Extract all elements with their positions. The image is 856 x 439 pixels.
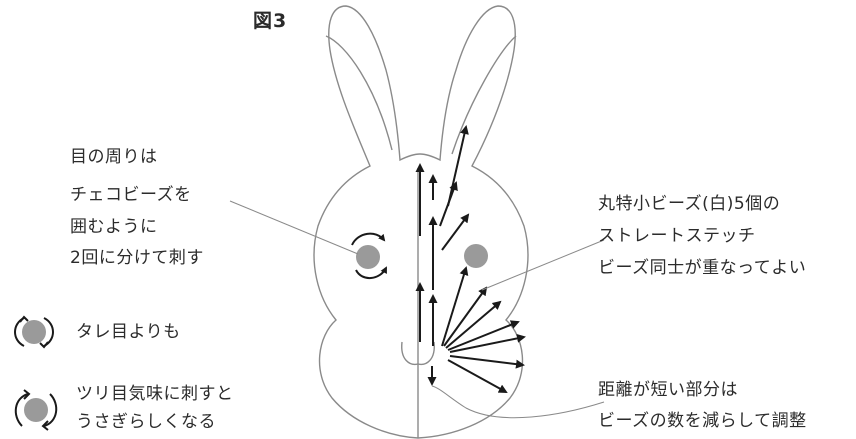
small-beads-note-line-3: ビーズ同士が重なってよい (598, 258, 807, 278)
stitch-arrows (415, 125, 526, 393)
small-beads-note-line-2: ストレートステッチ (598, 226, 756, 246)
figure-label: 図3 (253, 10, 288, 32)
eye-stitch-arcs (351, 232, 387, 279)
eye-surround-note-line-2: チェコビーズを (70, 185, 192, 205)
short-distance-note-line-1: 距離が短い部分は (598, 380, 738, 400)
right-inner-ear (451, 35, 517, 155)
eye-surround-note-line-3: 囲むように (70, 217, 158, 237)
upturned-eye-note-line-1: ツリ目気味に刺すと (76, 384, 234, 404)
left-inner-ear (325, 35, 393, 151)
eye-surround-note-line-4: 2回に分けて刺す (70, 248, 204, 268)
short-distance-note-line-2: ビーズの数を減らして調整 (598, 411, 807, 431)
eye-surround-note-line-1: 目の周りは (70, 147, 158, 167)
rabbit-head-outline (313, 5, 529, 439)
left-eye-bead (356, 245, 380, 269)
mouth-curve (401, 341, 435, 366)
upturned-eye-icon (14, 389, 58, 431)
leader-lines (229, 200, 605, 419)
droopy-eye-icon (14, 315, 54, 349)
upturned-eye-note-line-2: うさぎらしくなる (76, 412, 216, 432)
right-eye-bead (464, 244, 488, 268)
small-beads-note-line-1: 丸特小ビーズ(白)5個の (598, 194, 781, 214)
droopy-eye-note: タレ目よりも (76, 322, 181, 342)
rabbit-outline (313, 5, 529, 439)
